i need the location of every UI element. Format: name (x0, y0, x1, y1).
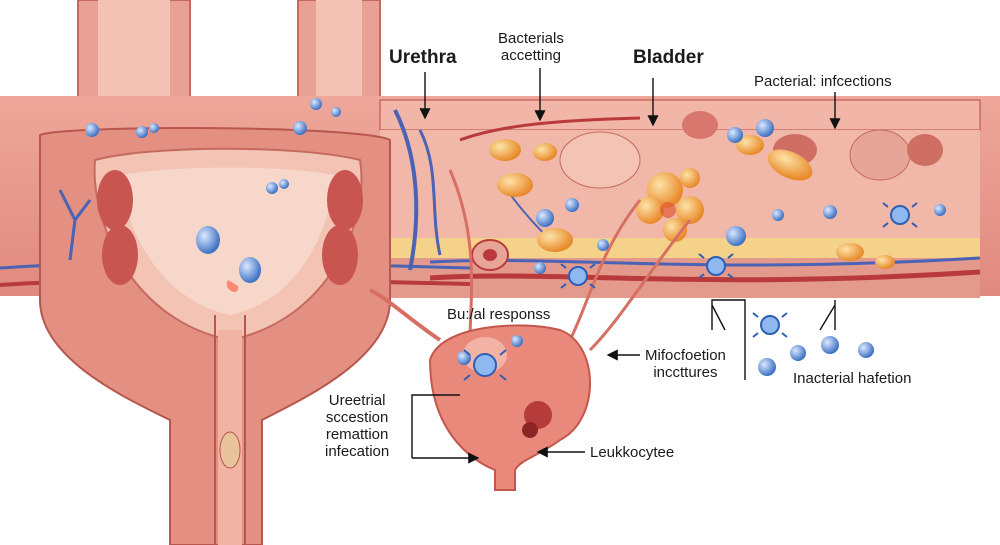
bacterium-icon (149, 123, 159, 133)
label-bural-respons: Bu:/al responss (447, 306, 551, 323)
bacterium-icon (511, 335, 523, 347)
leukocyte-icon (752, 312, 788, 338)
bacterium-icon (934, 204, 946, 216)
bacterium-icon (727, 127, 743, 143)
bacterium-icon (534, 262, 546, 274)
pointer-arrow-icon (819, 304, 836, 331)
leukocyte-icon (463, 349, 507, 381)
bacterium-icon (772, 209, 784, 221)
leukocyte-icon (560, 263, 596, 289)
pointer-arrow-icon (711, 299, 746, 380)
bacterium-icon (457, 351, 471, 365)
bacterium-icon (266, 182, 278, 194)
bacterium-icon (821, 336, 839, 354)
bacterium-icon (858, 342, 874, 358)
bacterium-icon (239, 257, 261, 283)
bacteria (85, 98, 946, 381)
leukocyte-icon (882, 202, 918, 228)
left-organ (39, 127, 391, 545)
bacterium-icon (331, 107, 341, 117)
bacterium-icon (310, 98, 322, 110)
leukocyte-icon (698, 253, 734, 279)
pointer-arrow-icon (411, 394, 460, 458)
label-leukkocytee: Leukkocytee (590, 444, 675, 461)
orange-cells (489, 135, 895, 269)
label-pacterial-infections: Pacterial: infcections (754, 73, 892, 90)
label-bladder: Bladder (633, 47, 704, 68)
label-ureetrial-block: Ureetrial sccestion remattion infecation (325, 392, 390, 460)
bacterium-icon (565, 198, 579, 212)
bacterium-icon (726, 226, 746, 246)
label-inacterial-hafetion: Inacterial hafetion (793, 370, 912, 387)
label-mifoction-incctures: Mifocfoetion inccttures (645, 347, 726, 381)
bacterium-icon (823, 205, 837, 219)
bacterium-icon (790, 345, 806, 361)
bacterium-icon (758, 358, 776, 376)
bacterium-icon (756, 119, 774, 137)
bacterium-icon (597, 239, 609, 251)
bacterium-icon (293, 121, 307, 135)
bacterium-icon (136, 126, 148, 138)
bacterium-icon (85, 123, 99, 137)
label-urethra: Urethra (389, 47, 457, 68)
bacterium-icon (536, 209, 554, 227)
bacterium-icon (196, 226, 220, 254)
infection-cluster (636, 168, 704, 242)
tissue-cells (471, 111, 943, 271)
label-bacterials-accetting: Bacterials accetting (498, 30, 564, 64)
pointer-arrow-icon (711, 304, 726, 331)
pointer-arrows (411, 68, 841, 464)
bacterium-icon (279, 179, 289, 189)
